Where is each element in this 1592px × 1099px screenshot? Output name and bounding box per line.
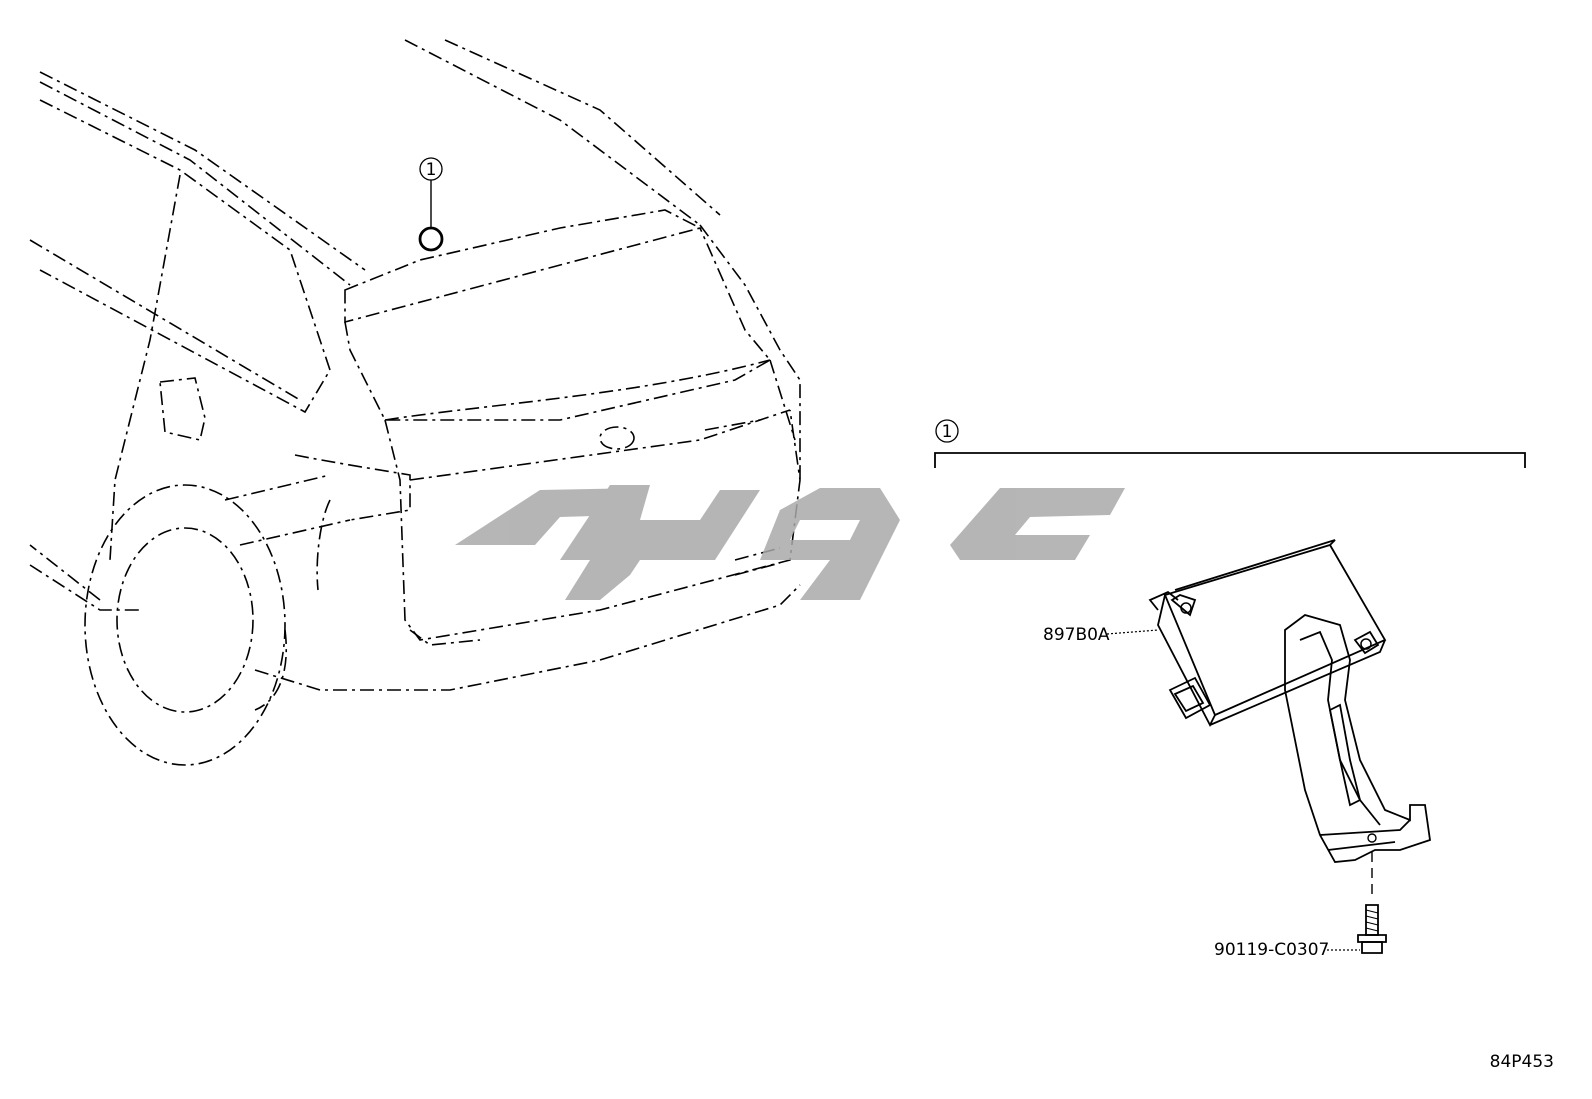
location-marker: [418, 226, 444, 252]
part-number: 90119-C0307: [1214, 940, 1329, 960]
callout-number: 1: [426, 160, 437, 180]
mounting-bracket: [1284, 614, 1431, 900]
part-label-bolt[interactable]: 90119-C0307: [1214, 940, 1360, 960]
assembly-bracket: 1: [934, 419, 1526, 468]
bolt: [1357, 904, 1387, 954]
vehicle-outline: [29, 39, 801, 766]
part-label-control-module[interactable]: 897B0A: [1043, 625, 1159, 645]
figure-code: 84P453: [1490, 1052, 1554, 1072]
callout-number: 1: [942, 422, 953, 442]
part-number: 897B0A: [1043, 625, 1110, 645]
vehicle-location-callout: 1: [418, 157, 444, 252]
control-module: [1148, 539, 1387, 727]
watermark-logo: [455, 485, 1125, 600]
